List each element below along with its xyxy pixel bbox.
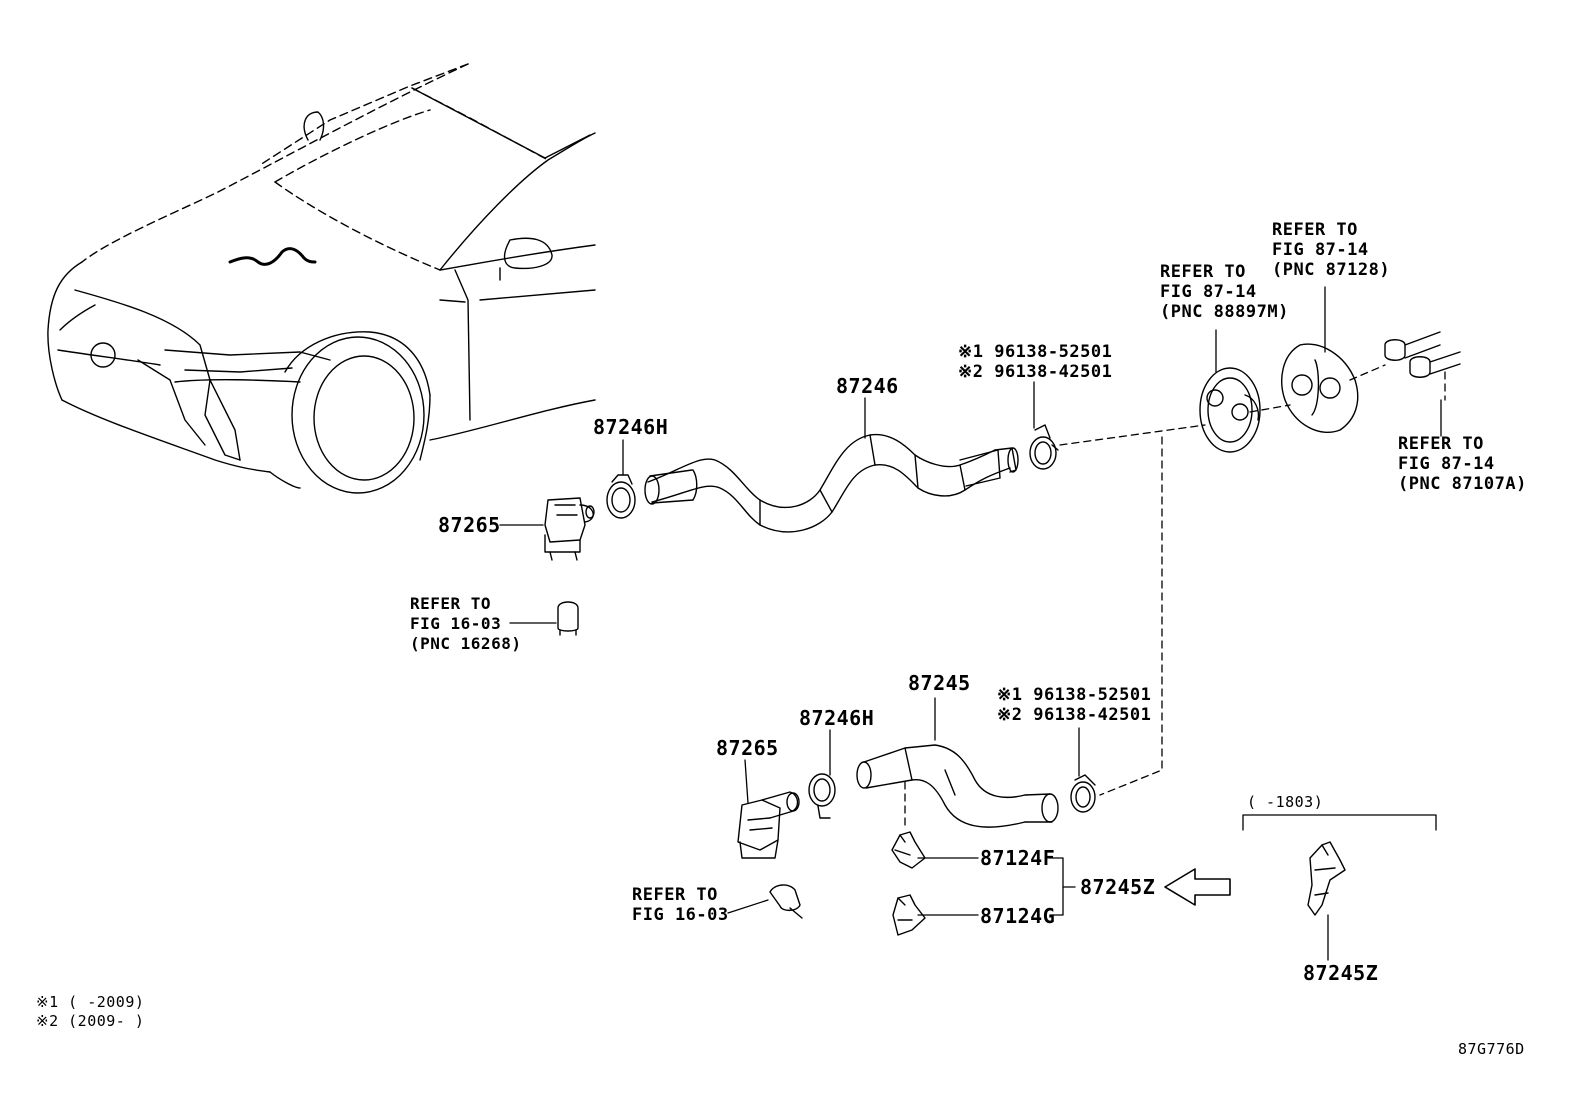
- inset-clamp-87245z: [1307, 841, 1346, 916]
- label-motor-87265-lower[interactable]: 87265: [716, 736, 779, 760]
- lower-clamp: [1070, 774, 1096, 813]
- refer-line-2[interactable]: FIG 87-14: [1272, 240, 1369, 260]
- refer-line-3: (PNC 88897M): [1160, 302, 1289, 322]
- lower-nozzle: [769, 884, 803, 919]
- upper-hose-87246: [644, 433, 1019, 533]
- label-hose-87246[interactable]: 87246: [836, 374, 899, 398]
- lower-hose-87245: [856, 744, 1059, 828]
- refer-line-1: REFER TO: [410, 594, 492, 613]
- upper-pump-assembly: [1199, 331, 1461, 453]
- label-motor-87265-upper[interactable]: 87265: [438, 513, 501, 537]
- refer-pnc-87128: REFER TO FIG 87-14 (PNC 87128): [1272, 220, 1390, 280]
- refer-line-2[interactable]: FIG 16-03: [632, 905, 729, 925]
- footnote-1: ※1 ( -2009): [36, 993, 145, 1011]
- refer-line-3: (PNC 87107A): [1398, 474, 1527, 494]
- clamp-note-1[interactable]: ※1 96138-52501: [997, 685, 1152, 705]
- leader-lines: [499, 286, 1442, 961]
- upper-nozzle-16268: [557, 601, 579, 636]
- refer-line-1: REFER TO: [632, 885, 718, 905]
- footnotes: ※1 ( -2009) ※2 (2009- ): [36, 993, 144, 1031]
- lower-clip-87246h: [808, 773, 836, 819]
- upper-clamp: [1029, 424, 1059, 470]
- upper-motor-87265: [544, 497, 595, 561]
- refer-line-2[interactable]: FIG 16-03: [410, 614, 502, 633]
- refer-line-2[interactable]: FIG 87-14: [1160, 282, 1257, 302]
- lower-clamps-87124: [891, 831, 926, 936]
- car-illustration: [47, 63, 596, 494]
- clamp-note-2[interactable]: ※2 96138-42501: [958, 362, 1113, 382]
- refer-line-1: REFER TO: [1272, 220, 1358, 240]
- figure-code: 87G776D: [1458, 1040, 1525, 1058]
- clamp-note-1[interactable]: ※1 96138-52501: [958, 342, 1113, 362]
- refer-line-3: (PNC 87128): [1272, 260, 1391, 280]
- refer-pnc-88897m: REFER TO FIG 87-14 (PNC 88897M): [1160, 262, 1289, 322]
- direction-arrow: [1164, 868, 1231, 906]
- refer-line-1: REFER TO: [1160, 262, 1246, 282]
- label-clamp-set-87245z[interactable]: 87245Z: [1080, 875, 1156, 899]
- refer-line-3: (PNC 16268): [410, 634, 522, 653]
- dashed-connections: [904, 364, 1446, 831]
- inset-date-range: ( -1803): [1247, 793, 1324, 811]
- label-inset-87245z[interactable]: 87245Z: [1303, 961, 1379, 985]
- refer-fig-16-03-lower: REFER TO FIG 16-03: [632, 885, 729, 925]
- refer-pnc-87107a: REFER TO FIG 87-14 (PNC 87107A): [1398, 434, 1527, 494]
- refer-line-1: REFER TO: [1398, 434, 1484, 454]
- lower-motor-87265: [737, 791, 800, 859]
- label-clamp-87124f[interactable]: 87124F: [980, 846, 1056, 870]
- label-clip-87246h-lower[interactable]: 87246H: [799, 706, 875, 730]
- label-clip-87246h-upper[interactable]: 87246H: [593, 415, 669, 439]
- clamp-notes-upper: ※1 96138-52501 ※2 96138-42501: [958, 342, 1112, 382]
- clamp-notes-lower: ※1 96138-52501 ※2 96138-42501: [997, 685, 1151, 725]
- label-clamp-87124g[interactable]: 87124G: [980, 904, 1056, 928]
- clamp-note-2[interactable]: ※2 96138-42501: [997, 705, 1152, 725]
- refer-fig-16-03-upper: REFER TO FIG 16-03 (PNC 16268): [410, 594, 521, 654]
- refer-line-2[interactable]: FIG 87-14: [1398, 454, 1495, 474]
- label-hose-87245[interactable]: 87245: [908, 671, 971, 695]
- upper-clip-87246h: [606, 474, 636, 519]
- footnote-2: ※2 (2009- ): [36, 1012, 145, 1030]
